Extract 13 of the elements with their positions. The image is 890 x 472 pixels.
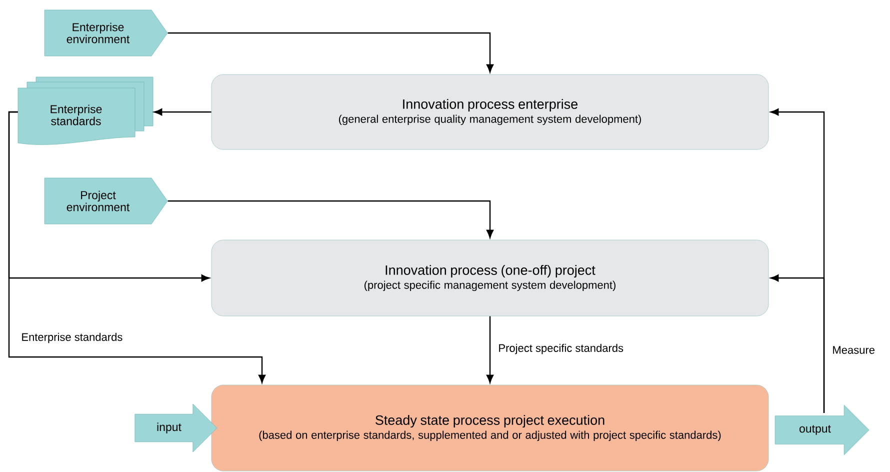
arrow	[8, 111, 266, 384]
process-box: Steady state process project execution (based on enterprise standards, supplemented and or adjusted with project specific standards)	[211, 384, 769, 472]
arrow	[486, 316, 494, 384]
edge-label: Project specific standards	[497, 342, 625, 356]
process-box: Innovation process enterprise (general enterprise quality management system development)	[211, 74, 769, 150]
arrow	[168, 200, 494, 238]
edge-label: Enterprise standards	[20, 332, 124, 344]
arrow	[154, 108, 212, 116]
document-stack: Enterprise standards	[18, 76, 154, 145]
edge-label: Measure	[831, 345, 876, 355]
process-box: Innovation process (one-off) project (project specific management system development)	[211, 240, 769, 316]
arrow	[770, 274, 825, 413]
arrow	[168, 32, 494, 73]
